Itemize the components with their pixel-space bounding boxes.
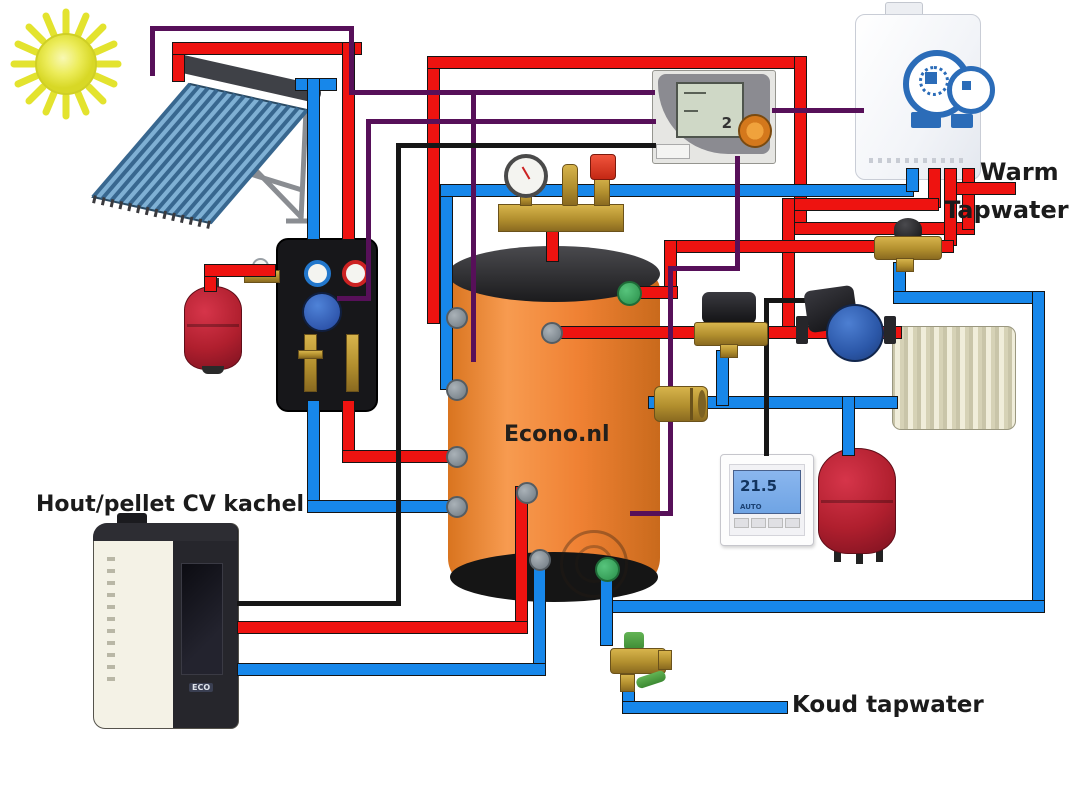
- inlet-combination-valve: [608, 632, 674, 698]
- sensor-wire: [150, 26, 354, 31]
- pipe-cold: [307, 400, 320, 510]
- tank-port: [446, 307, 468, 329]
- tank-port: [529, 549, 551, 571]
- stove-glass-door: [181, 563, 223, 675]
- valve-actuator: [702, 292, 756, 324]
- electric-wire: [396, 143, 656, 148]
- tank-brand-label: Econo.nl: [504, 422, 610, 447]
- sensor-wire: [349, 90, 655, 95]
- pellet-stove: ECO: [93, 513, 239, 729]
- thermostat-lcd: 21.5 AUTO: [733, 470, 801, 514]
- safety-relief-valve: [590, 154, 616, 180]
- electric-wire-thermostat: [764, 298, 769, 456]
- pump-volute: [826, 304, 884, 362]
- pipe-hot: [782, 198, 795, 332]
- pipe-hot: [172, 42, 362, 55]
- sensor-wire: [366, 119, 656, 124]
- controller-display-value: 2: [721, 114, 732, 132]
- stove-badge: ECO: [189, 683, 214, 692]
- solar-collector: [91, 55, 321, 229]
- circulation-pump: [796, 284, 896, 366]
- tank-port: [446, 446, 468, 468]
- tank-port: [446, 496, 468, 518]
- pipe-cold: [440, 184, 453, 390]
- pipe-cold-heating-return: [648, 396, 898, 409]
- mixing-valve-knob: [894, 218, 922, 240]
- return-gauge-red: [342, 260, 369, 287]
- check-valve: [654, 384, 708, 424]
- koud-tapwater-label: Koud tapwater: [792, 692, 984, 718]
- thermostat-mode: AUTO: [740, 503, 762, 511]
- controller-logo: [656, 144, 690, 159]
- pipe-cold: [533, 558, 546, 676]
- pipe-cold: [842, 396, 855, 456]
- sensor-wire-boiler: [772, 108, 864, 113]
- sun-icon: [10, 8, 122, 120]
- air-vent: [562, 164, 578, 206]
- sensor-wire-tank-top: [471, 90, 476, 362]
- tank-port: [516, 482, 538, 504]
- electric-wire: [396, 143, 401, 606]
- pipe-cold-koud-inlet: [622, 701, 788, 714]
- tank-port: [541, 322, 563, 344]
- thermostatic-mixing-valve: [874, 218, 942, 274]
- pipe-hot: [204, 264, 276, 277]
- pressure-gauge: [504, 154, 548, 198]
- valve-green-cap: [624, 632, 644, 650]
- stove-vents: [107, 557, 115, 687]
- pipe-hot: [664, 240, 880, 253]
- pipe-hot: [427, 56, 440, 324]
- pipe-cold-stove-return: [237, 663, 546, 676]
- solar-controller: 2: [652, 70, 776, 164]
- sensor-wire: [735, 156, 740, 270]
- pipe-hot: [789, 198, 939, 211]
- tank-port: [446, 379, 468, 401]
- tank-port-cold-in: [595, 557, 620, 582]
- pipe-cold: [612, 600, 1045, 613]
- heating-expansion-vessel: [818, 448, 896, 564]
- controller-dpad: [738, 114, 772, 148]
- sensor-wire: [349, 26, 354, 93]
- solar-expansion-vessel: [184, 278, 242, 376]
- sensor-wire-tank-low: [630, 511, 673, 516]
- solar-pump: [302, 292, 342, 332]
- pipe-hot: [427, 56, 807, 69]
- room-thermostat: 21.5 AUTO: [720, 454, 814, 546]
- radiator: [892, 326, 1016, 430]
- pipe-cold: [906, 168, 919, 192]
- three-way-valve: [694, 292, 768, 360]
- sensor-wire: [366, 119, 371, 301]
- thermostat-display-value: 21.5: [740, 477, 778, 495]
- warm-tapwater-label-line2: Tapwater: [944, 196, 1069, 224]
- pipe-hot-stove-flow: [237, 621, 528, 634]
- controller-lcd: 2: [676, 82, 744, 138]
- safety-group: [496, 150, 626, 236]
- sensor-wire: [668, 266, 740, 271]
- collector-header: [174, 55, 321, 102]
- sensor-wire: [337, 296, 371, 301]
- warm-tapwater-label-line1: Warm: [980, 158, 1059, 186]
- boiler-label-2: [951, 114, 973, 128]
- flow-gauge-blue: [304, 260, 331, 287]
- electric-wire: [764, 298, 806, 303]
- boiler-dial-small: [947, 66, 995, 114]
- pipe-cold-main-riser: [1032, 291, 1045, 613]
- electric-wire-stove: [237, 601, 401, 606]
- tank-port-warm-out: [617, 281, 642, 306]
- gas-boiler: [855, 2, 995, 180]
- sensor-wire: [150, 26, 155, 76]
- pipe-cold: [893, 291, 1045, 304]
- pipe-hot: [515, 486, 528, 634]
- pipe-cold: [307, 500, 462, 513]
- stove-label: Hout/pellet CV kachel: [36, 492, 305, 517]
- pipe-cold: [307, 78, 320, 240]
- solar-pump-station: [244, 238, 378, 412]
- boiler-label-1: [911, 112, 941, 128]
